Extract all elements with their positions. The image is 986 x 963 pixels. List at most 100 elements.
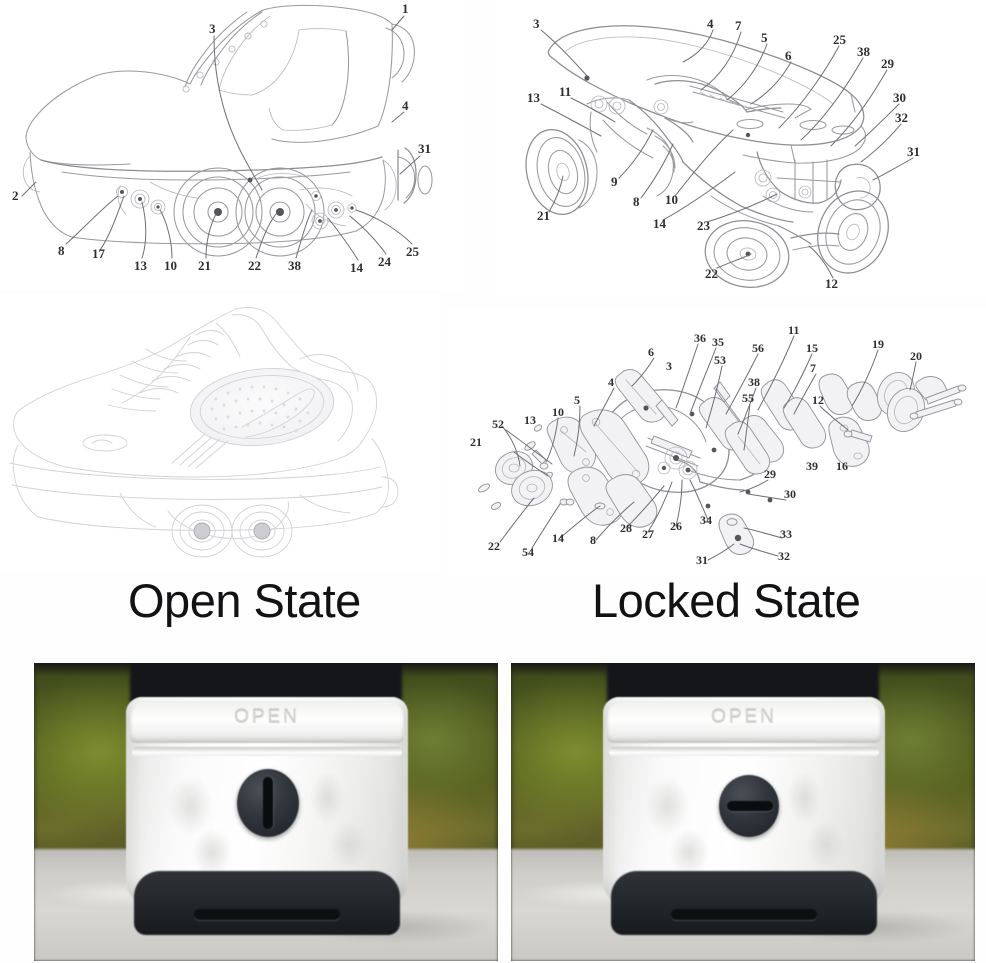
- svg-text:15: 15: [806, 341, 818, 355]
- panel-shoe-side-view: 1 3 4 31 2 8 17 13 10 21 22 38 14 24 25: [0, 0, 470, 290]
- svg-text:3: 3: [209, 21, 216, 36]
- svg-text:4: 4: [402, 98, 409, 113]
- svg-text:30: 30: [784, 487, 796, 501]
- outsole-black: [134, 871, 400, 935]
- svg-text:8: 8: [590, 533, 596, 547]
- svg-text:36: 36: [694, 331, 706, 345]
- callout-numbers: 52 21 13 10 5 4 6 36 35 3 53 56 38 11 15…: [470, 323, 922, 567]
- svg-text:13: 13: [524, 413, 536, 427]
- callout-numbers: 3 4 7 5 6 25 38 29 30 32 31 13 11 9 8 10…: [527, 16, 920, 291]
- svg-text:12: 12: [812, 393, 824, 407]
- shoe-side-outline: [22, 4, 433, 257]
- embossed-open-text: OPEN: [234, 707, 300, 728]
- panel-exploded-assembly: 52 21 13 10 5 4 6 36 35 3 53 56 38 11 15…: [448, 310, 986, 575]
- caption-open-state: Open State: [128, 574, 361, 627]
- svg-text:6: 6: [648, 345, 654, 359]
- sneaker-outline: [9, 307, 399, 558]
- svg-text:2: 2: [12, 188, 19, 203]
- svg-text:38: 38: [288, 258, 302, 273]
- svg-text:21: 21: [198, 258, 211, 273]
- caption-locked-state: Locked State: [592, 574, 861, 627]
- svg-text:7: 7: [735, 18, 742, 33]
- svg-text:13: 13: [527, 90, 541, 105]
- panel-sneaker-rendering: [0, 295, 440, 570]
- wheel-front-iso: [525, 129, 598, 215]
- svg-text:21: 21: [537, 208, 550, 223]
- callout-leaders: [540, 29, 914, 279]
- housing-upper-band: [607, 701, 881, 743]
- svg-text:28: 28: [620, 521, 632, 535]
- svg-text:38: 38: [748, 375, 760, 389]
- svg-text:11: 11: [788, 323, 799, 337]
- lock-knob-slot-horizontal: [727, 801, 773, 811]
- svg-text:7: 7: [810, 361, 816, 375]
- svg-text:53: 53: [714, 353, 726, 367]
- callout-leaders: [21, 15, 421, 261]
- svg-text:34: 34: [700, 513, 712, 527]
- svg-text:23: 23: [697, 218, 711, 233]
- svg-text:25: 25: [833, 32, 847, 47]
- svg-text:25: 25: [406, 244, 420, 259]
- housing-groove: [132, 747, 402, 756]
- svg-text:32: 32: [895, 110, 908, 125]
- exploded-wheel-right: [876, 372, 926, 432]
- svg-text:22: 22: [488, 539, 500, 553]
- svg-text:38: 38: [857, 44, 871, 59]
- svg-text:10: 10: [552, 405, 564, 419]
- svg-text:10: 10: [164, 258, 177, 273]
- svg-text:5: 5: [574, 393, 580, 407]
- svg-text:3: 3: [666, 359, 672, 373]
- svg-text:22: 22: [705, 266, 718, 281]
- svg-text:29: 29: [764, 467, 776, 481]
- svg-text:26: 26: [670, 519, 682, 533]
- svg-text:19: 19: [872, 337, 884, 351]
- svg-text:12: 12: [825, 276, 838, 291]
- svg-text:29: 29: [881, 56, 895, 71]
- svg-text:55: 55: [742, 391, 754, 405]
- caption-row: Open State Locked State: [0, 572, 986, 634]
- svg-text:16: 16: [836, 459, 848, 473]
- svg-text:31: 31: [418, 141, 431, 156]
- svg-text:8: 8: [58, 243, 65, 258]
- svg-text:1: 1: [402, 1, 409, 16]
- outsole-slot: [194, 909, 340, 920]
- svg-text:33: 33: [780, 527, 792, 541]
- svg-text:17: 17: [92, 246, 106, 261]
- wheel-rear-left-iso: [704, 220, 790, 288]
- callout-numbers: 1 3 4 31 2 8 17 13 10 21 22 38 14 24 25: [12, 1, 431, 275]
- svg-text:31: 31: [696, 553, 708, 567]
- svg-text:10: 10: [665, 192, 678, 207]
- svg-text:4: 4: [707, 16, 714, 31]
- svg-text:13: 13: [134, 258, 148, 273]
- outsole-black: [611, 871, 877, 935]
- lock-knob-slot-vertical: [263, 777, 273, 829]
- svg-text:3: 3: [533, 16, 540, 31]
- svg-text:56: 56: [752, 341, 764, 355]
- svg-text:30: 30: [893, 90, 906, 105]
- svg-text:5: 5: [761, 30, 768, 45]
- housing-upper-band: [130, 701, 404, 743]
- panel-chassis-isometric: 3 4 7 5 6 25 38 29 30 32 31 13 11 9 8 10…: [495, 0, 986, 295]
- svg-text:31: 31: [907, 144, 920, 159]
- svg-text:32: 32: [778, 549, 790, 563]
- svg-text:4: 4: [608, 375, 614, 389]
- sneaker-wheels: [171, 504, 293, 558]
- svg-text:14: 14: [350, 260, 364, 275]
- svg-text:6: 6: [785, 48, 792, 63]
- svg-text:11: 11: [559, 84, 571, 99]
- svg-text:39: 39: [806, 459, 818, 473]
- outsole-slot: [671, 909, 817, 920]
- wheel-rear-right-iso: [817, 190, 889, 274]
- svg-text:9: 9: [611, 174, 618, 189]
- svg-text:52: 52: [492, 417, 504, 431]
- svg-text:14: 14: [552, 531, 564, 545]
- photo-locked-state: OPEN: [511, 663, 975, 961]
- chassis-outline: [525, 25, 889, 288]
- wheel-rear: [235, 167, 325, 257]
- svg-text:21: 21: [470, 435, 482, 449]
- svg-text:14: 14: [653, 216, 667, 231]
- svg-text:24: 24: [378, 254, 392, 269]
- housing-groove: [609, 747, 879, 756]
- wheel-front: [173, 167, 263, 257]
